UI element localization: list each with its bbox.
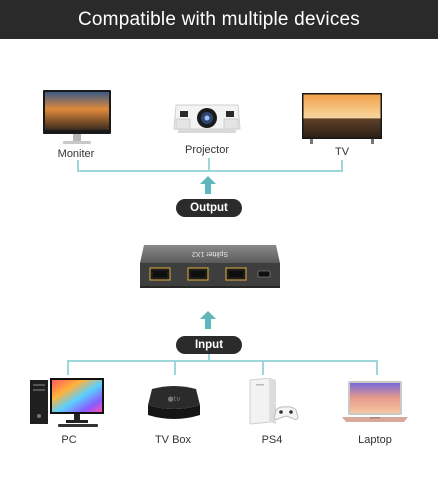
output-drop-center (208, 158, 210, 171)
output-drop-right (341, 160, 343, 171)
header-banner: Compatible with multiple devices (0, 0, 438, 39)
input-drop-tvbox (174, 360, 176, 375)
input-drop-ps4 (262, 360, 264, 375)
pc-icon (30, 378, 104, 427)
device-label-projector: Projector (184, 144, 230, 156)
device-label-ps4: PS4 (261, 434, 283, 446)
output-arrow-icon (200, 176, 216, 194)
input-drop-laptop (376, 360, 378, 375)
header-title: Compatible with multiple devices (77, 8, 361, 30)
splitter-device-icon: Splitter 1X2 (140, 245, 280, 288)
tv-box-icon: ●tv (148, 386, 200, 419)
input-bus-line (67, 360, 378, 362)
output-pill: Output (176, 199, 242, 217)
input-stem-center (208, 354, 210, 361)
ps4-icon (249, 378, 299, 425)
device-label-laptop: Laptop (358, 434, 392, 446)
input-arrow-icon (200, 311, 216, 329)
input-pill-label: Input (194, 339, 224, 351)
device-label-pc: PC (61, 434, 77, 446)
svg-text:●tv: ●tv (168, 395, 181, 403)
splitter-brand-text: Splitter 1X2 (192, 250, 228, 257)
input-drop-pc (67, 360, 69, 375)
device-label-monitor: Moniter (57, 148, 95, 160)
output-drop-left (77, 160, 79, 171)
output-bus-line (77, 170, 343, 172)
output-pill-label: Output (190, 202, 228, 214)
tv-icon (302, 93, 382, 144)
monitor-icon (43, 90, 111, 144)
device-label-tv-box: TV Box (154, 434, 192, 446)
projector-icon (173, 104, 241, 133)
device-label-tv: TV (334, 146, 350, 158)
laptop-icon (342, 381, 408, 422)
input-pill: Input (176, 336, 242, 354)
